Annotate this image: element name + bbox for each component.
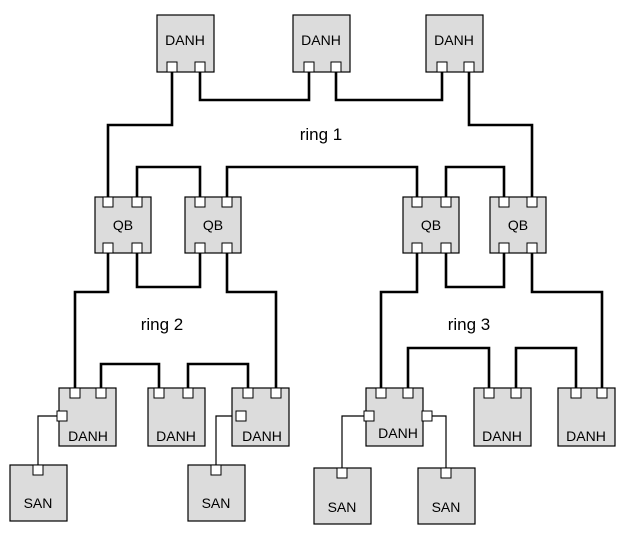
top-danh-node-1: DANH <box>156 14 215 73</box>
ring-1-label: ring 1 <box>300 125 343 144</box>
port-icon <box>131 196 143 208</box>
port-icon <box>411 196 423 208</box>
qb-node-2: QB <box>184 196 242 254</box>
ring-1-wires <box>106 72 534 197</box>
qb-node-3: QB <box>402 196 460 254</box>
top-danh-node-3: DANH <box>425 14 484 73</box>
ring-2-danh-node-2: DANH <box>147 387 206 447</box>
ring-3-danh-node-1-label: DANH <box>378 425 418 441</box>
port-icon <box>194 242 206 254</box>
port-icon <box>102 242 114 254</box>
port-icon <box>463 61 475 73</box>
ring-3-danh-node-3: DANH <box>557 387 616 447</box>
port-icon <box>131 242 143 254</box>
san-node-1: SAN <box>9 464 68 522</box>
san-node-2-label: SAN <box>202 495 231 511</box>
san-links <box>37 415 447 468</box>
ring-2-danh-node-1-label: DANH <box>68 428 108 444</box>
ring-2-label: ring 2 <box>141 315 184 334</box>
san-node-1-label: SAN <box>24 495 53 511</box>
port-icon <box>95 387 107 399</box>
ring-3-wires <box>379 253 604 388</box>
san-node-2: SAN <box>187 464 246 522</box>
san-node-3-label: SAN <box>328 499 357 515</box>
port-icon <box>194 61 206 73</box>
port-icon <box>56 410 68 422</box>
ring-3-danh-node-3-label: DANH <box>566 428 606 444</box>
port-icon <box>242 387 254 399</box>
port-icon <box>411 242 423 254</box>
port-icon <box>440 196 452 208</box>
port-icon <box>303 61 315 73</box>
port-icon <box>336 467 348 479</box>
port-icon <box>440 242 452 254</box>
ring-2-danh-node-3-label: DANH <box>242 428 282 444</box>
port-icon <box>436 61 448 73</box>
port-icon <box>440 467 452 479</box>
ring-3-label: ring 3 <box>448 315 491 334</box>
port-icon <box>498 242 510 254</box>
port-icon <box>32 464 44 476</box>
port-icon <box>526 242 538 254</box>
ring-2-danh-node-3: DANH <box>231 387 290 447</box>
port-icon <box>221 196 233 208</box>
qb-node-1-label: QB <box>113 217 133 233</box>
port-icon <box>526 196 538 208</box>
port-icon <box>182 387 194 399</box>
san-node-3: SAN <box>313 467 372 525</box>
san-node-4: SAN <box>417 467 476 525</box>
port-icon <box>235 410 247 422</box>
top-danh-node-1-label: DANH <box>165 32 205 48</box>
top-danh-node-2: DANH <box>292 14 351 73</box>
port-icon <box>221 242 233 254</box>
port-icon <box>570 387 582 399</box>
qb-node-4-label: QB <box>508 217 528 233</box>
qb-node-2-label: QB <box>203 217 223 233</box>
qb-node-1: QB <box>94 196 152 254</box>
ring-3-danh-node-2: DANH <box>473 387 532 447</box>
port-icon <box>596 387 608 399</box>
ring-3-danh-node-1: DANH <box>363 387 433 447</box>
port-icon <box>483 387 495 399</box>
top-danh-node-3-label: DANH <box>434 32 474 48</box>
port-icon <box>510 387 522 399</box>
ring-2-danh-node-2-label: DANH <box>156 428 196 444</box>
qb-node-4: QB <box>489 196 547 254</box>
port-icon <box>166 61 178 73</box>
port-icon <box>498 196 510 208</box>
port-icon <box>102 196 114 208</box>
port-icon <box>69 387 81 399</box>
port-icon <box>421 410 433 422</box>
port-icon <box>270 387 282 399</box>
top-danh-node-2-label: DANH <box>301 32 341 48</box>
port-icon <box>210 464 222 476</box>
san-node-4-label: SAN <box>432 499 461 515</box>
port-icon <box>363 410 375 422</box>
ring-2-danh-node-1: DANH <box>56 387 117 447</box>
port-icon <box>194 196 206 208</box>
port-icon <box>330 61 342 73</box>
port-icon <box>375 387 387 399</box>
ring-3-danh-node-2-label: DANH <box>482 428 522 444</box>
port-icon <box>402 387 414 399</box>
port-icon <box>153 387 165 399</box>
ring-2-wires <box>73 253 278 388</box>
qb-node-3-label: QB <box>421 217 441 233</box>
